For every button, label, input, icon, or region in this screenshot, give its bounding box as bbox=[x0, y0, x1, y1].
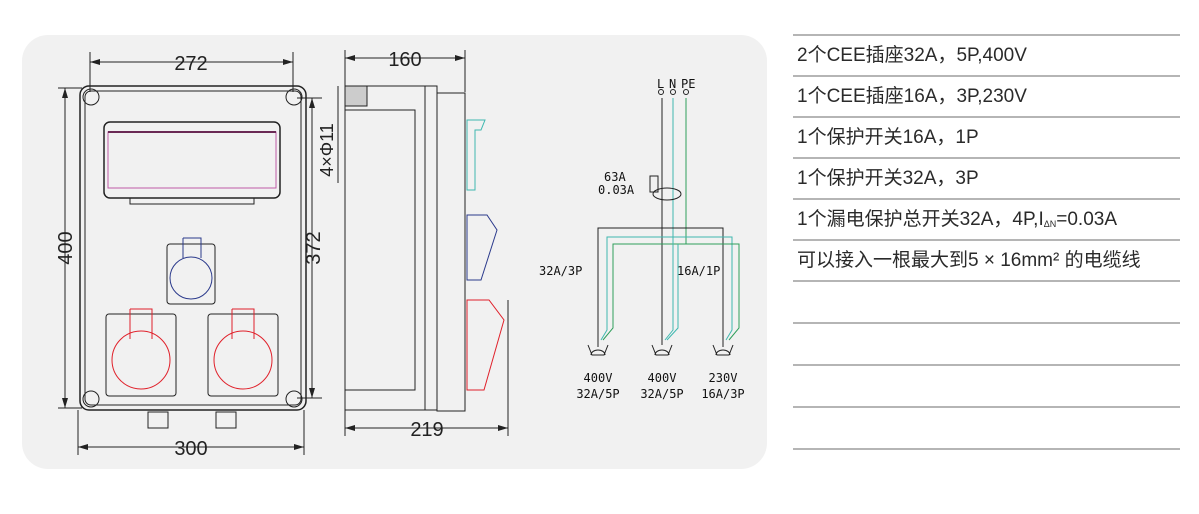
front-view bbox=[58, 52, 322, 455]
wiring-schematic bbox=[587, 89, 740, 356]
side-view bbox=[337, 50, 509, 436]
spec-item: 1个漏电保护总开关32A，4P,IΔN=0.03A bbox=[793, 198, 1180, 239]
spec-item: 可以接入一根最大到5 × 16mm² 的电缆线 bbox=[793, 239, 1180, 280]
terminal-l: L bbox=[657, 77, 664, 91]
socket-16a-blue bbox=[166, 237, 216, 305]
breaker-right-label: 16A/1P bbox=[677, 264, 720, 278]
spec-divider bbox=[793, 280, 1180, 322]
spec-item: 1个CEE插座16A，3P,230V bbox=[793, 75, 1180, 116]
rcd-sensitivity: 0.03A bbox=[598, 183, 635, 197]
breaker-left-label: 32A/3P bbox=[539, 264, 582, 278]
outlet-3-rating: 16A/3P bbox=[701, 387, 744, 401]
dim-300: 300 bbox=[174, 438, 207, 460]
outlet-1-rating: 32A/5P bbox=[576, 387, 619, 401]
spec-item-text: 1个漏电保护总开关32A，4P,I bbox=[797, 209, 1044, 230]
outlet-2-voltage: 400V bbox=[648, 371, 677, 385]
dim-272: 272 bbox=[174, 53, 207, 75]
terminal-pe: PE bbox=[681, 77, 695, 91]
dim-holes: 4×Φ11 bbox=[317, 123, 337, 177]
outlet-1-voltage: 400V bbox=[584, 371, 613, 385]
spec-item: 1个保护开关16A，1P bbox=[793, 116, 1180, 157]
socket-32a-red-2 bbox=[207, 308, 279, 397]
spec-divider bbox=[793, 448, 1180, 450]
rcd-rating: 63A bbox=[604, 170, 626, 184]
spec-item: 1个保护开关32A，3P bbox=[793, 157, 1180, 198]
spec-divider bbox=[793, 406, 1180, 448]
spec-item-tail: =0.03A bbox=[1056, 209, 1117, 230]
dim-219: 219 bbox=[410, 419, 443, 441]
drawing-panel bbox=[22, 35, 767, 469]
technical-drawing: 272 400 372 300 160 219 4×Φ11 L N PE 63A… bbox=[55, 49, 745, 460]
spec-item: 2个CEE插座32A，5P,400V bbox=[793, 34, 1180, 75]
dim-160: 160 bbox=[388, 49, 421, 71]
dim-400: 400 bbox=[55, 231, 77, 264]
breaker-window bbox=[103, 121, 281, 205]
spec-item-subscript: ΔN bbox=[1043, 219, 1057, 229]
socket-32a-red-1 bbox=[105, 308, 177, 397]
spec-divider bbox=[793, 322, 1180, 364]
outlet-2-rating: 32A/5P bbox=[640, 387, 683, 401]
dim-372: 372 bbox=[303, 231, 325, 264]
spec-list: 2个CEE插座32A，5P,400V 1个CEE插座16A，3P,230V 1个… bbox=[793, 34, 1180, 450]
outlet-symbols bbox=[587, 344, 734, 356]
terminal-n: N bbox=[669, 77, 676, 91]
spec-divider bbox=[793, 364, 1180, 406]
outlet-3-voltage: 230V bbox=[709, 371, 738, 385]
